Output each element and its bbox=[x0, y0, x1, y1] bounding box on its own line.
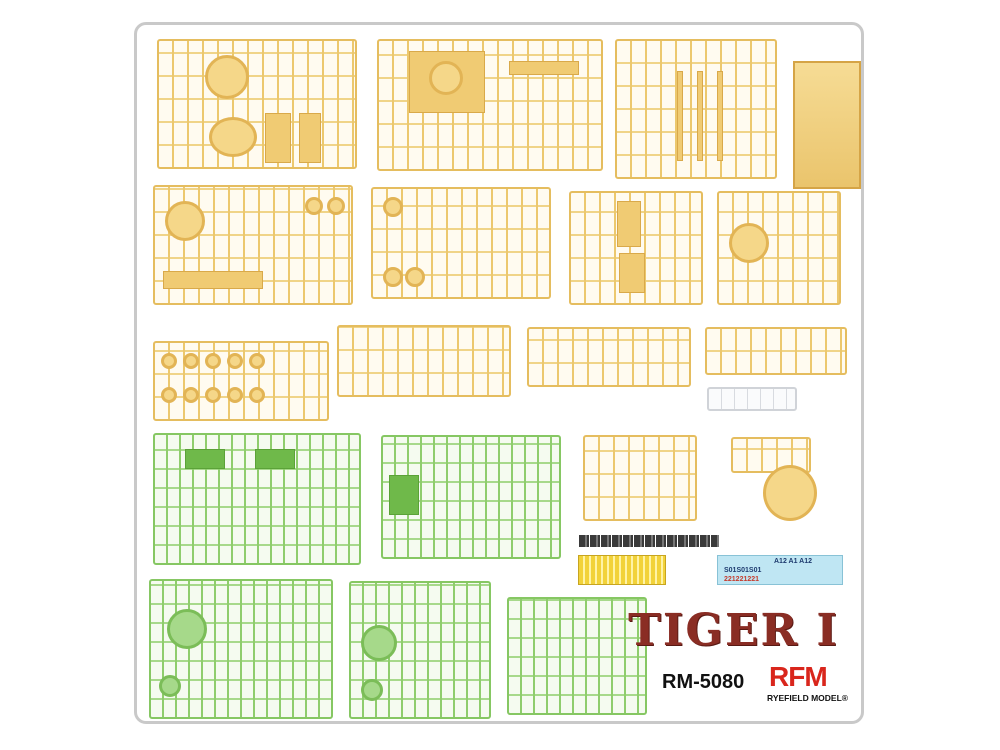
sprue-part-rod bbox=[717, 71, 723, 161]
metal-track-links bbox=[579, 535, 719, 547]
sprue-part-green-panel bbox=[255, 449, 295, 469]
sprue-d bbox=[153, 185, 353, 305]
sprue-green-a bbox=[153, 433, 361, 565]
sprue-g bbox=[717, 191, 841, 305]
sprue-part-green-wheel bbox=[361, 679, 383, 701]
decal-text-middle: S01S01S01 bbox=[724, 567, 762, 574]
sprue-b bbox=[377, 39, 603, 171]
sprue-green-c bbox=[149, 579, 333, 719]
sprue-e bbox=[371, 187, 551, 299]
sprue-j bbox=[527, 327, 691, 387]
sprue-part-plate bbox=[299, 113, 321, 163]
sprue-part-roadwheel bbox=[161, 387, 177, 403]
turret-ring bbox=[763, 465, 817, 521]
product-image-frame: A12 A1 A12 S01S01S01 221221221 TIGER I R… bbox=[134, 22, 864, 724]
sprue-part-roadwheel bbox=[249, 353, 265, 369]
sprue-part-fender bbox=[163, 271, 263, 289]
decal-text-top: A12 A1 A12 bbox=[774, 558, 813, 565]
sprue-part-roadwheel bbox=[227, 353, 243, 369]
sprue-part-plate bbox=[265, 113, 291, 163]
sprue-part-roadwheel bbox=[161, 353, 177, 369]
sprue-part-panel bbox=[619, 253, 645, 293]
sprue-part-green-hatch bbox=[167, 609, 207, 649]
sprue-part-roadwheel bbox=[205, 387, 221, 403]
sprue-green-b bbox=[381, 435, 561, 559]
sprue-part-disc bbox=[209, 117, 257, 157]
sprue-part-roadwheel bbox=[227, 387, 243, 403]
sprue-part-bar bbox=[509, 61, 579, 75]
sprue-part-roadwheel bbox=[249, 387, 265, 403]
product-title: TIGER I bbox=[628, 605, 839, 656]
sprue-part-green-wheel bbox=[159, 675, 181, 697]
sprue-l bbox=[583, 435, 697, 521]
sprue-part-wheel bbox=[305, 197, 323, 215]
sprue-part-rod bbox=[677, 71, 683, 161]
sprue-part-ring bbox=[205, 55, 249, 99]
brand-logo-mark: RFM bbox=[769, 661, 828, 692]
sprue-part-wheel bbox=[383, 197, 403, 217]
sprue-part-panel bbox=[617, 201, 641, 247]
sprue-a bbox=[157, 39, 357, 169]
sprue-part-green-engine-deck bbox=[389, 475, 419, 515]
sprue-part-wheel bbox=[405, 267, 425, 287]
sprue-green-e bbox=[507, 597, 647, 715]
model-code: RM-5080 bbox=[662, 671, 745, 693]
sprue-h bbox=[153, 341, 329, 421]
sprue-part-green-panel bbox=[185, 449, 225, 469]
sprue-green-d bbox=[349, 581, 491, 719]
sprue-part-rod bbox=[697, 71, 703, 161]
decal-sheet: A12 A1 A12 S01S01S01 221221221 bbox=[717, 555, 843, 585]
sprue-part-hatch bbox=[429, 61, 463, 95]
sprue-part-green-hatch bbox=[361, 625, 397, 661]
sprue-k bbox=[705, 327, 847, 375]
photo-etch-sheet bbox=[578, 555, 666, 585]
sprue-part-mantlet bbox=[729, 223, 769, 263]
sprue-part-wheel bbox=[383, 267, 403, 287]
sprue-part-roadwheel bbox=[205, 353, 221, 369]
sprue-c bbox=[615, 39, 777, 179]
hull-tub bbox=[793, 61, 861, 189]
sprue-part-wheel bbox=[327, 197, 345, 215]
sprue-f bbox=[569, 191, 703, 305]
sprue-part-cupola bbox=[165, 201, 205, 241]
brand-name: RYEFIELD MODEL® bbox=[767, 693, 849, 703]
sprue-clear bbox=[707, 387, 797, 411]
sprue-part-roadwheel bbox=[183, 353, 199, 369]
sprue-part-roadwheel bbox=[183, 387, 199, 403]
sprue-i bbox=[337, 325, 511, 397]
decal-text-bottom: 221221221 bbox=[724, 576, 760, 583]
